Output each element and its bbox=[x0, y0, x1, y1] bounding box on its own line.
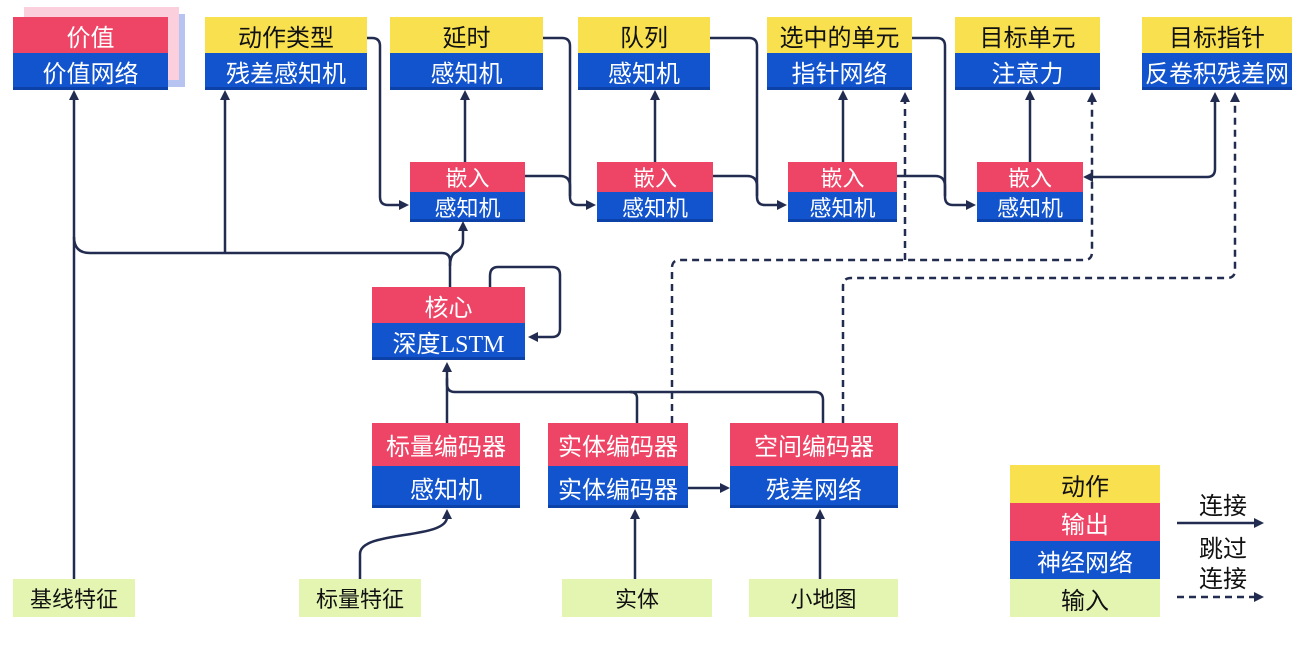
node-action-type-body: 残差感知机 bbox=[205, 53, 367, 90]
edge-entityenc-collector-stub bbox=[629, 390, 639, 423]
node-delay-header: 延时 bbox=[390, 17, 543, 53]
node-embed2-header: 嵌入 bbox=[597, 162, 713, 192]
node-entity-encoder-body: 实体编码器 bbox=[548, 466, 688, 508]
node-delay: 延时 感知机 bbox=[390, 17, 543, 90]
node-value-body: 价值网络 bbox=[13, 53, 168, 90]
legend-output: 输出 bbox=[1010, 503, 1160, 541]
edge-embed3-to-embed4 bbox=[897, 174, 947, 196]
node-queued-header: 队列 bbox=[578, 17, 710, 53]
node-scalar-encoder: 标量编码器 感知机 bbox=[372, 423, 520, 508]
node-spatial-encoder: 空间编码器 残差网络 bbox=[730, 423, 898, 508]
node-target-unit: 目标单元 注意力 bbox=[955, 17, 1100, 90]
node-scalar-features: 标量特征 bbox=[299, 579, 421, 617]
node-entity-encoder: 实体编码器 实体编码器 bbox=[548, 423, 688, 508]
node-target-unit-body: 注意力 bbox=[955, 53, 1100, 90]
node-embed4: 嵌入 感知机 bbox=[977, 162, 1083, 222]
node-embed3: 嵌入 感知机 bbox=[788, 162, 897, 222]
node-embed1: 嵌入 感知机 bbox=[410, 162, 525, 222]
node-embed1-header: 嵌入 bbox=[410, 162, 525, 192]
node-embed1-body: 感知机 bbox=[410, 192, 525, 222]
node-selected-units: 选中的单元 指针网络 bbox=[767, 17, 912, 90]
node-value: 价值 价值网络 bbox=[13, 17, 168, 90]
legend-input: 输入 bbox=[1010, 579, 1160, 617]
node-value-header: 价值 bbox=[13, 17, 168, 53]
edge-core-to-embed1 bbox=[448, 221, 468, 267]
node-action-type: 动作类型 残差感知机 bbox=[205, 17, 367, 90]
edge-embed2-to-embed3 bbox=[713, 174, 759, 196]
edge-scalarfeat-to-scalarenc bbox=[358, 509, 452, 579]
node-spatial-encoder-header: 空间编码器 bbox=[730, 423, 898, 466]
node-embed3-header: 嵌入 bbox=[788, 162, 897, 192]
node-core: 核心 深度LSTM bbox=[372, 287, 525, 360]
edge-embed1-to-embed2 bbox=[525, 174, 572, 196]
node-minimap: 小地图 bbox=[749, 579, 898, 617]
node-target-unit-header: 目标单元 bbox=[955, 17, 1100, 53]
node-core-body: 深度LSTM bbox=[372, 323, 525, 360]
node-entity-encoder-header: 实体编码器 bbox=[548, 423, 688, 466]
node-target-point-header: 目标指针 bbox=[1142, 17, 1292, 53]
node-entities: 实体 bbox=[562, 579, 712, 617]
legend-skip-label-line1: 跳过 bbox=[1199, 537, 1247, 563]
node-target-point: 目标指针 反卷积残差网 bbox=[1142, 17, 1292, 90]
node-embed2: 嵌入 感知机 bbox=[597, 162, 713, 222]
node-selected-units-body: 指针网络 bbox=[767, 53, 912, 90]
legend-network: 神经网络 bbox=[1010, 541, 1160, 579]
legend-skip-label-line2: 连接 bbox=[1199, 567, 1247, 593]
node-scalar-encoder-body: 感知机 bbox=[372, 466, 520, 508]
node-spatial-encoder-body: 残差网络 bbox=[730, 466, 898, 508]
node-queued: 队列 感知机 bbox=[578, 17, 710, 90]
node-embed3-body: 感知机 bbox=[788, 192, 897, 222]
node-baseline-features: 基线特征 bbox=[13, 579, 135, 617]
skip-spatialenc-to-targetpoint bbox=[841, 92, 1240, 423]
node-target-point-body: 反卷积残差网 bbox=[1142, 53, 1292, 90]
node-embed2-body: 感知机 bbox=[597, 192, 713, 222]
legend-action: 动作 bbox=[1010, 465, 1160, 503]
edge-encoder-collector bbox=[445, 378, 825, 423]
node-action-type-header: 动作类型 bbox=[205, 17, 367, 53]
node-embed4-header: 嵌入 bbox=[977, 162, 1083, 192]
node-selected-units-header: 选中的单元 bbox=[767, 17, 912, 53]
node-queued-body: 感知机 bbox=[578, 53, 710, 90]
skip-entityenc-to-targetunit bbox=[670, 92, 1097, 423]
node-delay-body: 感知机 bbox=[390, 53, 543, 90]
node-scalar-encoder-header: 标量编码器 bbox=[372, 423, 520, 466]
edge-embed4-to-targetpoint bbox=[1083, 92, 1220, 182]
edge-core-output-trunk bbox=[72, 236, 452, 287]
legend-connection-label: 连接 bbox=[1199, 494, 1247, 520]
node-core-header: 核心 bbox=[372, 287, 525, 323]
node-embed4-body: 感知机 bbox=[977, 192, 1083, 222]
